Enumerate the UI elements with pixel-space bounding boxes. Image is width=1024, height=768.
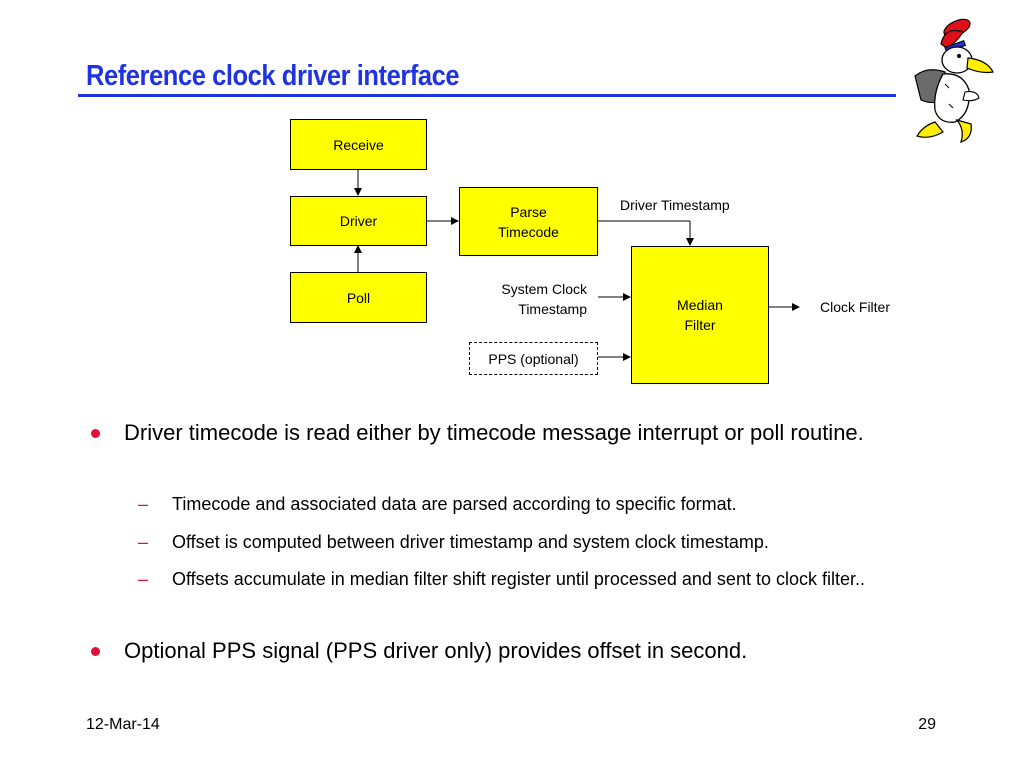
- title-underline: [78, 94, 896, 97]
- diagram-connectors: [354, 169, 800, 361]
- bullet-dot: [91, 429, 100, 438]
- driver-timestamp-label: Driver Timestamp: [620, 197, 730, 213]
- bullet-item: Optional PPS signal (PPS driver only) pr…: [124, 638, 748, 663]
- driver-box: Driver: [290, 196, 427, 246]
- footer-date: 12-Mar-14: [86, 716, 160, 733]
- page-number: 29: [918, 716, 936, 733]
- pps-optional-box: PPS (optional): [469, 342, 598, 375]
- poll-box: Poll: [290, 272, 427, 323]
- system-clock-label-line1: System Clock: [501, 281, 587, 297]
- parse-box-label-line1: Parse: [510, 203, 547, 220]
- pps-box-label: PPS (optional): [488, 350, 579, 367]
- sub-bullet-dash: –: [138, 494, 149, 514]
- sub-bullet-dash: –: [138, 569, 149, 589]
- sub-bullet-item: Timecode and associated data are parsed …: [172, 494, 737, 514]
- median-box-label-line1: Median: [677, 297, 723, 313]
- poll-box-label: Poll: [346, 289, 371, 306]
- receive-box: Receive: [290, 119, 427, 170]
- sub-bullet-item: Offsets accumulate in median filter shif…: [172, 569, 865, 589]
- bullet-item: Driver timecode is read either by timeco…: [124, 420, 864, 445]
- parse-timecode-box: Parse Timecode: [459, 187, 598, 256]
- receive-box-label: Receive: [333, 136, 384, 153]
- system-clock-label-line2: Timestamp: [518, 301, 587, 317]
- median-box-label-line2: Filter: [684, 317, 716, 333]
- sub-bullet-item: Offset is computed between driver timest…: [172, 532, 769, 552]
- parse-box-label-line2: Timecode: [498, 223, 559, 240]
- median-filter-box: Median Filter: [631, 246, 769, 384]
- slide-title: Reference clock driver interface: [86, 60, 460, 92]
- bullet-dot: [91, 647, 100, 656]
- clock-filter-label: Clock Filter: [820, 299, 891, 315]
- sub-bullet-dash: –: [138, 532, 149, 552]
- duck-mascot-icon: [914, 18, 994, 143]
- driver-box-label: Driver: [339, 213, 378, 229]
